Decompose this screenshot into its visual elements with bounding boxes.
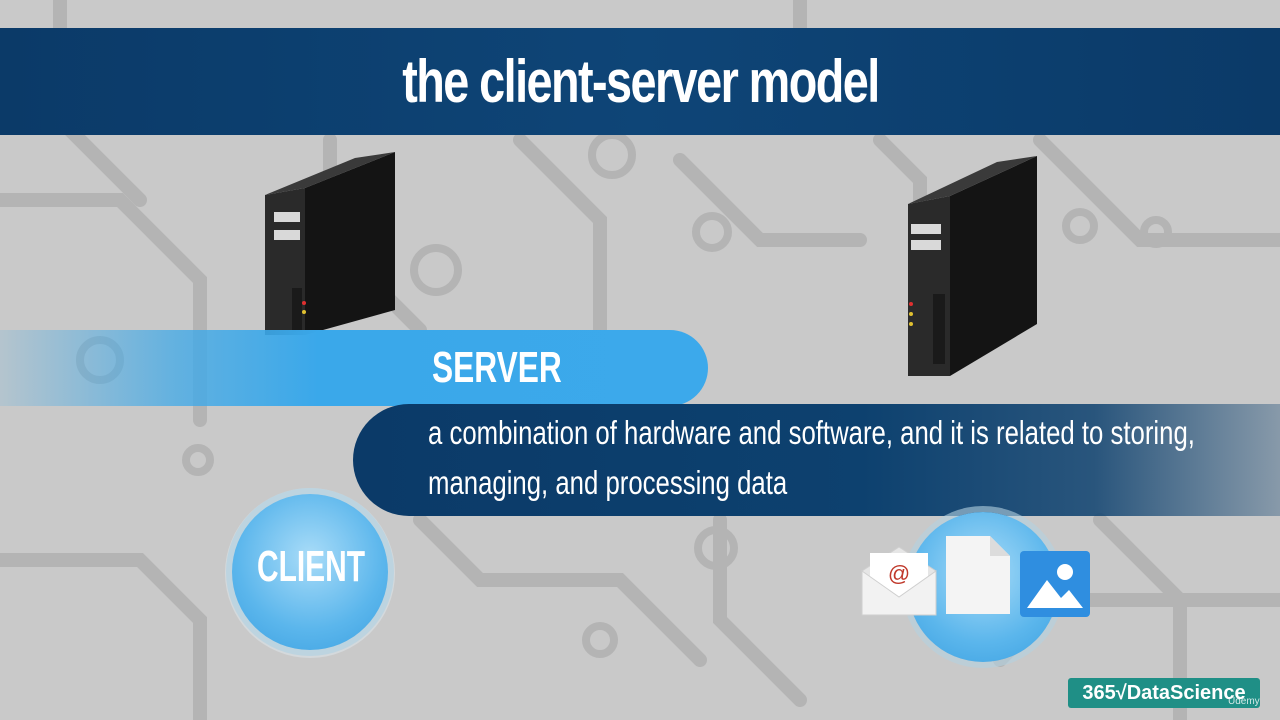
server-tower-icon [908, 156, 1037, 376]
document-icon [946, 536, 1010, 614]
definition-line-2: managing, and processing data [428, 464, 788, 501]
brand-logo: 365 √ DataScience [1068, 678, 1260, 708]
title-bar: the client-server model [0, 28, 1280, 135]
svg-text:@: @ [888, 561, 910, 586]
server-tower-icon [265, 152, 395, 335]
slide-title: the client-server model [401, 48, 880, 115]
image-icon [1020, 551, 1090, 617]
brand-logo-name: DataScience [1126, 681, 1246, 704]
brand-logo-number: 365 [1082, 681, 1116, 704]
client-circle [232, 494, 388, 650]
email-envelope-icon: @ [861, 546, 937, 616]
check-root-icon: √ [1115, 681, 1127, 704]
client-label: CLIENT [256, 542, 366, 591]
definition-banner [353, 404, 1280, 516]
server-banner [0, 330, 708, 406]
definition-line-1: a combination of hardware and software, … [428, 414, 1195, 451]
udemy-watermark: Udemy [1228, 696, 1260, 707]
server-label: SERVER [432, 343, 562, 392]
